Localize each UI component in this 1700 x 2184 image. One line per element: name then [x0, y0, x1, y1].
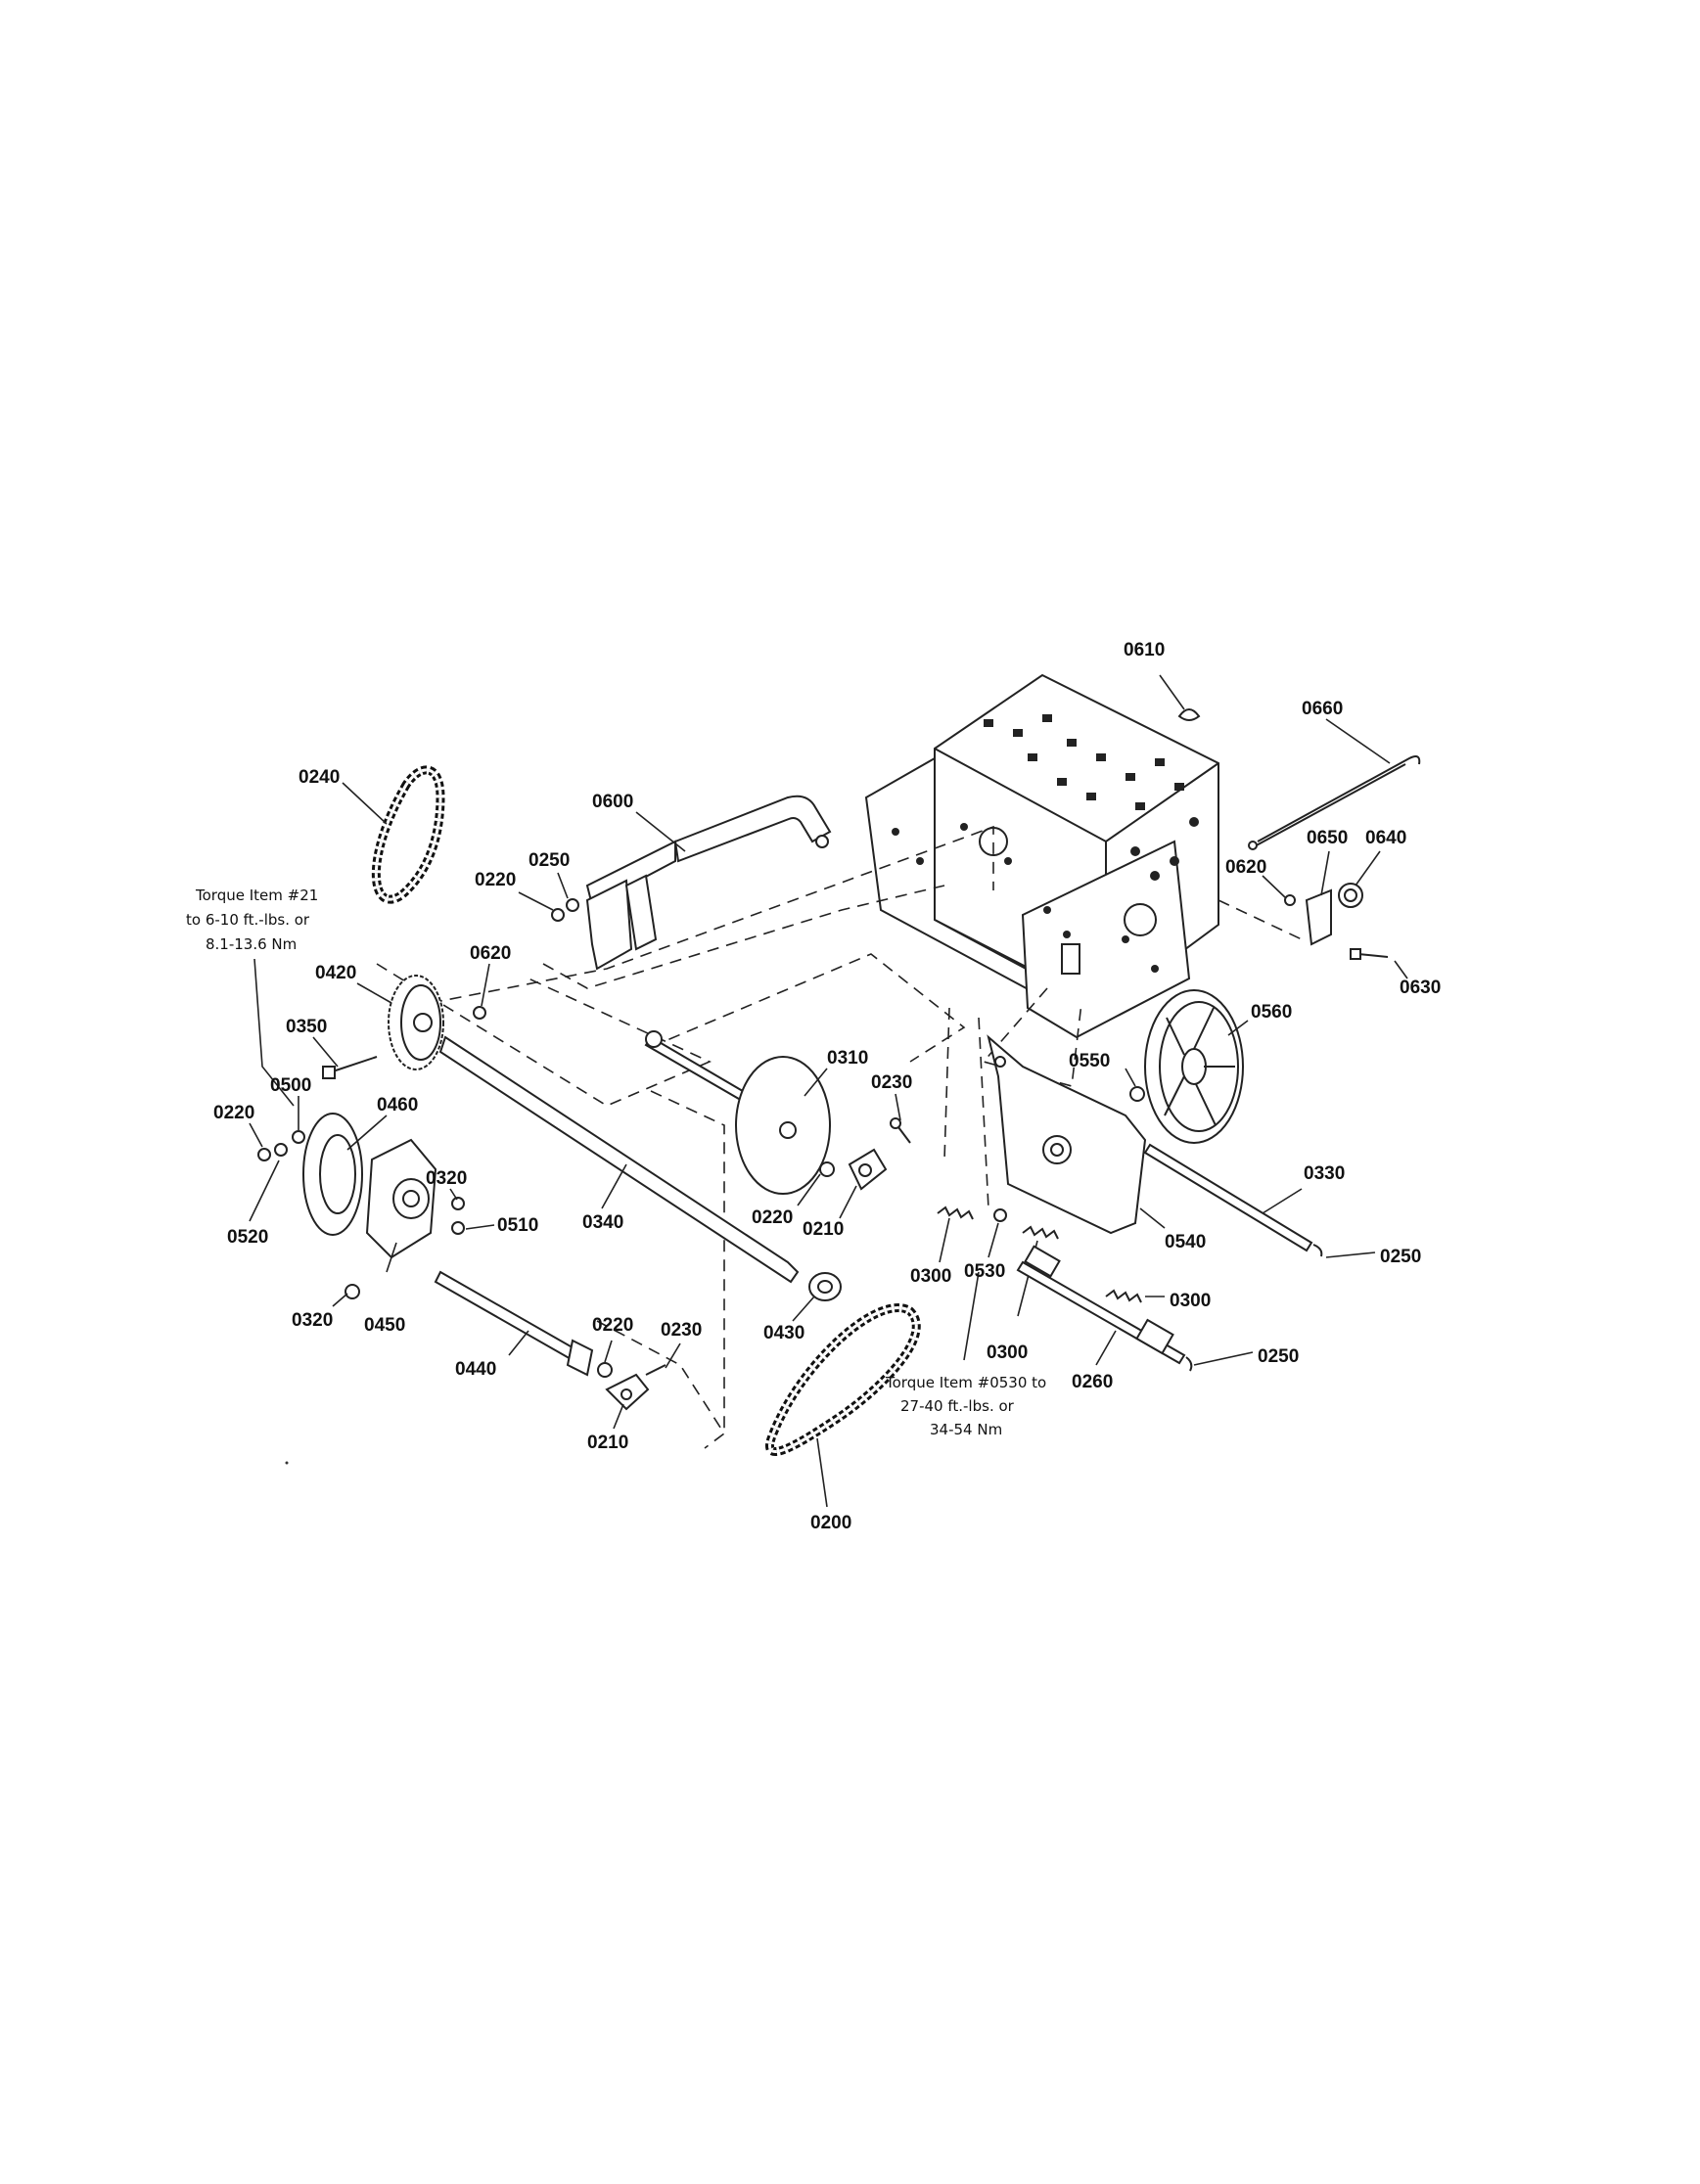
label-0220-top: 0220: [475, 870, 516, 890]
left-hub-assembly: [249, 1096, 495, 1307]
part-0660-rod: [1248, 718, 1421, 850]
frame-housing: [864, 673, 1219, 1039]
label-0420: 0420: [315, 963, 356, 983]
label-0210-mid: 0210: [803, 1219, 844, 1240]
torque-leader-left: [253, 958, 295, 1107]
label-0260: 0260: [1072, 1372, 1113, 1392]
part-0310-disk-shaft: [644, 1030, 831, 1195]
label-0440: 0440: [455, 1359, 496, 1380]
label-0530: 0530: [964, 1261, 1005, 1282]
label-0330: 0330: [1304, 1163, 1345, 1184]
label-0620-right: 0620: [1225, 857, 1266, 878]
label-0620-left: 0620: [470, 943, 511, 964]
label-0350: 0350: [286, 1017, 327, 1037]
part-0610-knob: [1159, 674, 1201, 721]
bracket-assembly-right: [1262, 850, 1408, 979]
label-0240: 0240: [299, 767, 340, 788]
label-0230-mid: 0230: [871, 1072, 912, 1093]
label-0210-bottom: 0210: [587, 1433, 628, 1453]
part-0560-wheel: [1144, 989, 1249, 1144]
label-0520: 0520: [227, 1227, 268, 1248]
torque-21-line-2: to 6-10 ft.-lbs. or: [186, 911, 310, 929]
part-0420-sprocket: [356, 975, 444, 1070]
label-0460: 0460: [377, 1095, 418, 1115]
label-0250-bottom: 0250: [1258, 1346, 1299, 1367]
label-0250-top: 0250: [528, 850, 570, 871]
label-0550: 0550: [1069, 1051, 1110, 1071]
label-0650: 0650: [1307, 828, 1348, 848]
label-0450: 0450: [364, 1315, 405, 1336]
label-0500: 0500: [270, 1075, 311, 1096]
label-0640: 0640: [1365, 828, 1406, 848]
label-0320-lower: 0320: [292, 1310, 333, 1331]
part-0260-shaft: [1016, 1245, 1254, 1372]
label-0250-right: 0250: [1380, 1247, 1421, 1267]
stray-dot: [285, 1461, 289, 1465]
label-0660: 0660: [1302, 699, 1343, 719]
part-labels: 0610 0660 0650 0640 0620 0630 0240 0600 …: [213, 640, 1441, 1533]
torque-0530-line-2: 27-40 ft.-lbs. or: [900, 1397, 1015, 1415]
torque-note-item-21: Torque Item #21 to 6-10 ft.-lbs. or 8.1-…: [186, 887, 318, 953]
label-0630: 0630: [1400, 978, 1441, 998]
label-0300-mid: 0300: [987, 1342, 1028, 1363]
label-0510: 0510: [497, 1215, 538, 1236]
part-0330-axle: [1143, 1143, 1376, 1258]
label-0610: 0610: [1124, 640, 1165, 660]
hardware-top-left: [518, 872, 579, 922]
label-0340: 0340: [582, 1212, 623, 1233]
part-0240-chain: [342, 765, 445, 904]
torque-0530-line-3: 34-54 Nm: [930, 1421, 1002, 1438]
part-0340-axle: [438, 1035, 800, 1284]
label-0200: 0200: [810, 1513, 851, 1533]
torque-note-item-0530: Torque Item #0530 to 27-40 ft.-lbs. or 3…: [885, 1374, 1046, 1438]
label-0220-left: 0220: [213, 1103, 254, 1123]
label-0320-upper: 0320: [426, 1168, 467, 1189]
part-0430-bushing: [792, 1272, 842, 1322]
label-0220-mid: 0220: [752, 1207, 793, 1228]
part-0440-shaft: [434, 1270, 681, 1430]
part-0540-plate: [987, 1034, 1166, 1235]
torque-21-line-3: 8.1-13.6 Nm: [206, 935, 297, 953]
label-0300-left: 0300: [910, 1266, 951, 1287]
label-0310: 0310: [827, 1048, 868, 1069]
hardware-0620-left: [473, 963, 490, 1020]
torque-21-line-1: Torque Item #21: [195, 887, 318, 904]
label-0220-bottom: 0220: [592, 1315, 633, 1336]
part-0350-bolt: [312, 1036, 378, 1079]
hardware-0550: [1125, 1068, 1145, 1102]
hardware-0530: [963, 1208, 1007, 1361]
label-0560: 0560: [1251, 1002, 1292, 1023]
part-0600-lever: [585, 795, 832, 971]
label-0430: 0430: [763, 1323, 804, 1343]
hardware-center: [797, 1093, 911, 1219]
label-0300-right: 0300: [1170, 1291, 1211, 1311]
torque-0530-line-1: Torque Item #0530 to: [885, 1374, 1046, 1391]
label-0600: 0600: [592, 792, 633, 812]
label-0540: 0540: [1165, 1232, 1206, 1252]
label-0230-bottom: 0230: [661, 1320, 702, 1341]
part-0200-chain: [765, 1303, 921, 1508]
